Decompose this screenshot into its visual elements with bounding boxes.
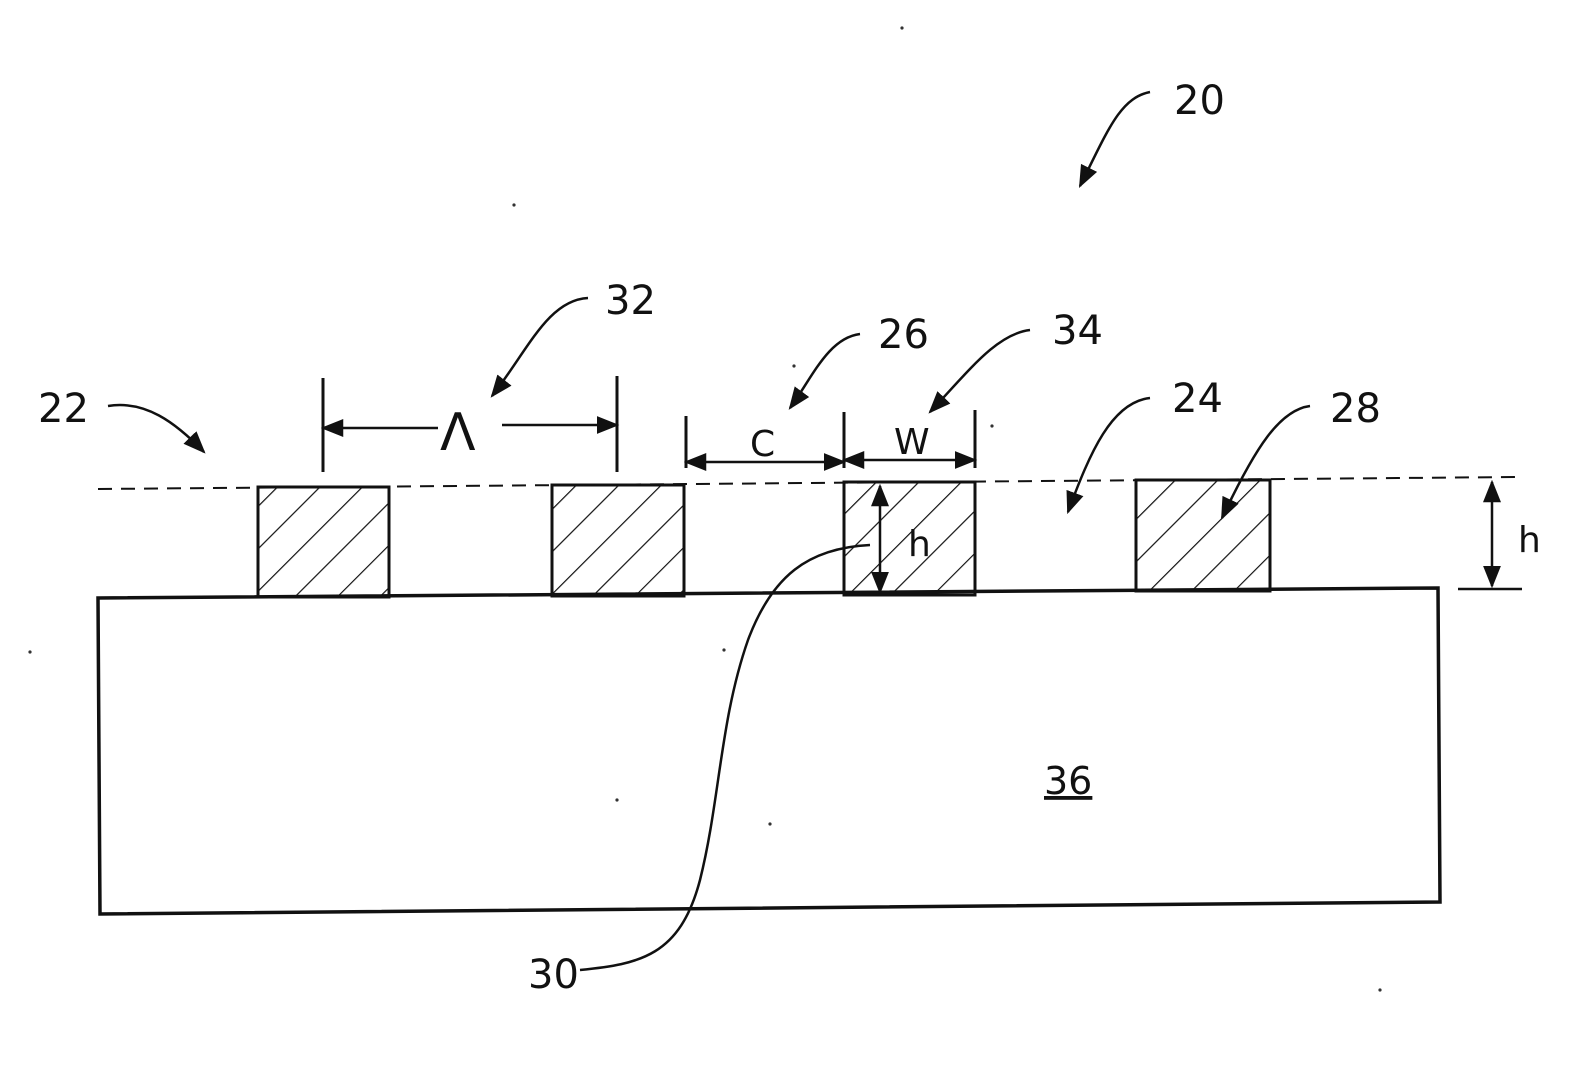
- label-30: 30: [528, 952, 579, 998]
- leader-20: [1080, 92, 1150, 186]
- substrate: [98, 588, 1440, 914]
- label-h-outer: h: [1518, 520, 1541, 561]
- ridge-2: [552, 485, 684, 596]
- label-26: 26: [878, 312, 929, 358]
- leader-34: [930, 330, 1030, 412]
- label-34: 34: [1052, 308, 1103, 354]
- label-36: 36: [1044, 759, 1092, 803]
- ridge-4: [1136, 480, 1270, 591]
- ridge-1: [258, 487, 389, 597]
- label-20: 20: [1174, 78, 1225, 124]
- label-24: 24: [1172, 376, 1223, 422]
- leader-32: [492, 298, 588, 396]
- label-C: C: [750, 424, 775, 465]
- leader-22: [108, 405, 204, 452]
- label-28: 28: [1330, 386, 1381, 432]
- top-reference-line: [98, 477, 1520, 489]
- label-22: 22: [38, 386, 89, 432]
- label-h-inner: h: [908, 524, 931, 565]
- label-W: W: [894, 422, 930, 463]
- label-period: Λ: [440, 403, 476, 463]
- label-32: 32: [605, 278, 656, 324]
- leader-26: [790, 334, 860, 408]
